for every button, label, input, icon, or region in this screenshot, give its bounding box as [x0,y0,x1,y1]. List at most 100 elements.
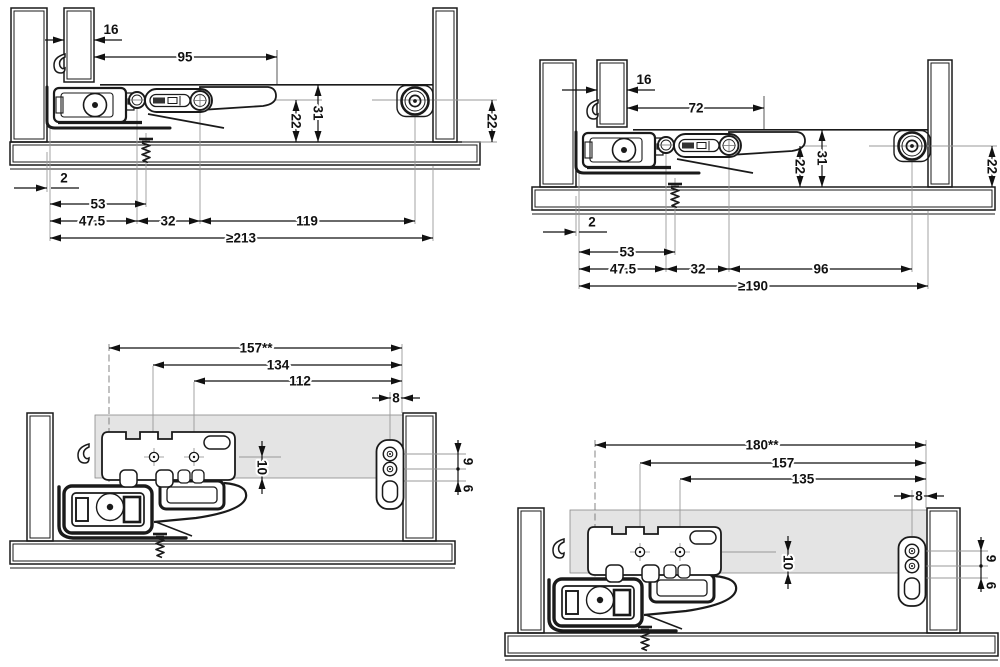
dim-label: 53 [619,245,635,260]
cabinet-side-panel-left [539,59,577,188]
diagram-top-right: 16 72 31 22 22 2 53 47.5 32 96 ≥190 [531,59,1000,296]
dim-label: 22 [985,159,1000,174]
dim-label: 22 [289,113,304,128]
dim-label: 8 [915,489,923,504]
dim-label: 22 [793,159,808,174]
dimension-rear-pin-distance: 96 [729,260,912,279]
cabinet-back-panel-right [402,412,437,542]
dim-label: 180** [745,438,779,453]
dim-label: 112 [289,374,311,389]
front-locking-device [45,85,278,130]
cabinet-bottom-panel [504,632,999,661]
dimension-rear-pin-height: 22 [983,146,1000,187]
dimension-front-gap: 2 [543,213,607,236]
front-locking-device [547,572,738,633]
front-locking-device [574,130,807,175]
dim-label: 96 [813,262,829,277]
dim-label: 47.5 [79,214,106,229]
front-locking-device [57,479,248,540]
cabinet-bottom-panel [9,141,481,170]
dim-label: 16 [103,22,119,37]
diagram-bottom-right: 180** 157 135 8 10 9 6 [504,436,1000,661]
dimension-front-thickness: 16 [562,70,655,94]
diagram-top-left: 16 95 31 22 22 2 53 47.5 32 119 ≥213 [9,7,502,248]
rear-mounting-plate [375,439,405,510]
dimension-rear-bracket-offset: 8 [894,487,944,506]
dimension-catch-length: 72 [627,99,764,118]
dim-label: 6 [984,582,999,590]
dim-label: 32 [690,262,705,277]
dim-label: 9 [984,555,999,563]
dimension-pivot-height: 22 [287,100,306,142]
dim-label: 72 [688,101,703,116]
dim-label: ≥190 [738,279,768,294]
dim-label: 31 [311,105,326,121]
dimension-min-depth: ≥190 [579,277,928,296]
dimension-rear-pin-height: 22 [483,100,502,142]
rear-mounting-plate [897,536,927,607]
dim-label: 16 [636,72,652,87]
dim-label: 47.5 [610,262,637,277]
diagram-bottom-left: 157** 134 112 8 10 9 6 [9,339,478,569]
dimension-hole-height: 10 [779,536,798,589]
dim-label: 10 [781,555,796,570]
front-clip-hook [77,443,90,464]
rear-runner-pin [395,84,435,118]
dimension-rear-hole-distance: 112 [194,372,402,391]
drawer-front-panel [596,59,628,128]
drawer-front-panel [63,7,95,83]
dim-label: 119 [296,214,318,229]
cabinet-bottom-panel [531,186,996,215]
dimension-rear-hole-distance: 135 [680,470,926,489]
dimension-overall-length: 157** [109,339,402,358]
cabinet-side-panel-left [517,507,545,634]
dimension-catch-length: 95 [94,48,277,67]
dimension-hole-spacing: 32 [137,212,200,231]
dim-label: 95 [177,50,193,65]
dimension-plate-hole-spacing: 9 [454,440,478,471]
cabinet-back-panel-right [927,59,953,188]
dim-label: 157** [239,341,273,356]
dimension-runner-height: 31 [309,85,328,142]
cabinet-side-panel-left [26,412,54,542]
dim-label: 2 [588,215,596,230]
dimension-front-hole: 47.5 [50,212,137,231]
dimension-screw-position: 53 [579,243,675,262]
dim-label: 157 [772,456,795,471]
dim-label: 53 [90,197,106,212]
front-fixing-bracket [101,431,236,488]
dim-label: 31 [815,150,830,166]
dimension-screw-position: 53 [50,195,146,214]
dimension-hole-spacing: 32 [666,260,729,279]
dimension-overall-length: 180** [595,436,926,455]
dim-label: 22 [485,113,500,128]
dimension-hole-height: 10 [253,441,272,494]
dimension-front-hole-distance: 157 [640,454,926,473]
dimension-rear-pin-distance: 119 [200,212,415,231]
dimension-pivot-height: 22 [791,146,810,187]
dimension-rear-bracket-offset: 8 [372,389,420,408]
front-fixing-bracket [587,526,722,583]
cabinet-back-panel-right [926,507,961,634]
dim-label: 2 [60,171,68,186]
dim-label: 32 [160,214,175,229]
dim-label: ≥213 [226,231,256,246]
dim-label: 135 [792,472,815,487]
dim-label: 134 [267,358,290,373]
dimension-front-thickness: 16 [45,20,122,44]
dimension-plate-slot-offset: 6 [977,566,1000,592]
cabinet-bottom-panel [9,540,456,569]
dimension-front-hole: 47.5 [579,260,666,279]
dimension-runner-height: 31 [813,130,832,187]
rear-runner-pin [892,129,932,163]
dimension-plate-slot-offset: 6 [454,469,478,495]
dimension-min-depth: ≥213 [50,229,433,248]
cabinet-side-panel-left [10,7,48,143]
dimension-plate-hole-spacing: 9 [977,537,1000,568]
dim-label: 9 [461,458,476,466]
dim-label: 8 [392,391,400,406]
front-clip-hook [552,538,565,559]
dimension-front-gap: 2 [14,169,79,192]
